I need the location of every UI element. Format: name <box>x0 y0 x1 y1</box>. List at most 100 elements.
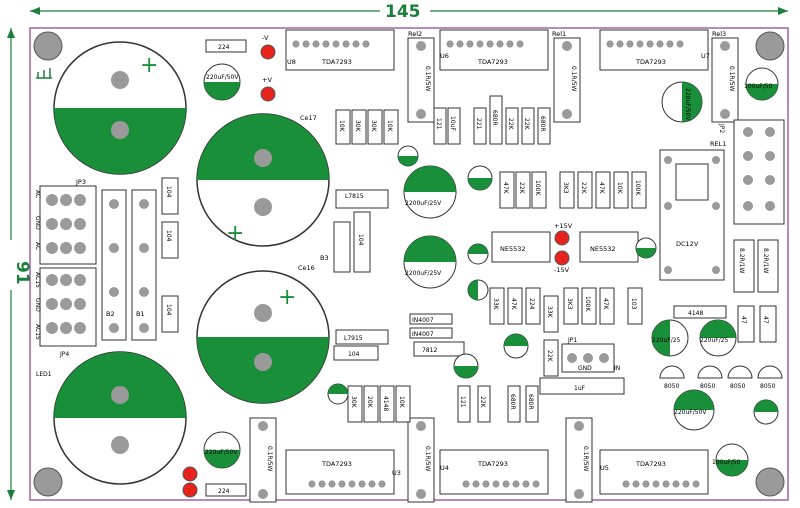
svg-text:+: + <box>278 285 296 310</box>
svg-text:100uF/50: 100uF/50 <box>712 459 741 466</box>
svg-text:104: 104 <box>165 230 172 242</box>
small-caps-misc <box>327 145 779 425</box>
resistor-row-mid <box>499 171 647 209</box>
connector-jp1: JP1 GND IN <box>561 337 620 373</box>
small-caps-224 <box>205 39 247 497</box>
svg-text:47: 47 <box>740 316 747 324</box>
svg-text:AC: AC <box>34 242 41 250</box>
svg-text:47K: 47K <box>598 182 605 195</box>
mounting-holes <box>33 31 785 497</box>
svg-text:22K: 22K <box>523 118 530 131</box>
svg-text:47K: 47K <box>602 298 609 311</box>
svg-text:TDA7293: TDA7293 <box>635 460 666 468</box>
svg-text:JP1: JP1 <box>567 337 577 344</box>
big-cap-center-lower: + Ce16 <box>196 264 330 404</box>
svg-text:-V: -V <box>262 34 269 42</box>
svg-text:+: + <box>226 221 244 246</box>
dimension-height: 91 <box>7 28 32 500</box>
ground-symbol <box>36 68 52 79</box>
dimension-width: 145 <box>30 2 788 22</box>
svg-text:IN4007: IN4007 <box>412 317 434 324</box>
svg-text:8.2R/1W: 8.2R/1W <box>762 248 769 274</box>
connector-jp2: JP2 <box>718 119 785 225</box>
svg-text:NE5532: NE5532 <box>590 245 616 253</box>
svg-text:L7915: L7915 <box>344 335 363 342</box>
svg-text:1uF: 1uF <box>574 385 586 392</box>
svg-text:680R: 680R <box>539 116 546 132</box>
svg-text:220uF/50V: 220uF/50V <box>206 74 239 81</box>
svg-text:33K: 33K <box>492 298 499 311</box>
svg-text:680R: 680R <box>491 110 498 126</box>
svg-text:8.2R/1W: 8.2R/1W <box>738 248 745 274</box>
svg-text:104: 104 <box>357 234 364 246</box>
height-label: 91 <box>12 261 32 285</box>
svg-text:0.1R/5W: 0.1R/5W <box>424 66 431 92</box>
svg-text:10uF: 10uF <box>449 116 456 131</box>
power-resistors <box>249 37 739 503</box>
svg-text:0.1R/5W: 0.1R/5W <box>582 446 589 472</box>
svg-text:TDA7293: TDA7293 <box>635 58 666 66</box>
svg-text:0.1R/5W: 0.1R/5W <box>570 66 577 92</box>
svg-text:4148: 4148 <box>382 396 389 411</box>
svg-text:TDA7293: TDA7293 <box>477 58 508 66</box>
svg-text:2200uF/25V: 2200uF/25V <box>405 270 442 277</box>
svg-text:AC15: AC15 <box>34 324 41 340</box>
svg-text:TDA7293: TDA7293 <box>477 460 508 468</box>
svg-text:30K: 30K <box>370 120 377 133</box>
svg-text:8050: 8050 <box>664 383 679 390</box>
svg-text:IN4007: IN4007 <box>412 331 434 338</box>
resistor-row-bottom <box>347 385 539 423</box>
big-cap-label: Ce17 <box>300 114 317 122</box>
diode-4148 <box>673 305 727 319</box>
svg-text:680R: 680R <box>509 394 516 410</box>
svg-text:REL1: REL1 <box>710 140 726 148</box>
svg-text:22K: 22K <box>507 118 514 131</box>
svg-text:47K: 47K <box>510 298 517 311</box>
svg-text:Rel3: Rel3 <box>712 30 726 38</box>
width-label: 145 <box>385 2 421 22</box>
svg-text:220uF/25: 220uF/25 <box>700 337 729 344</box>
small-caps-104 <box>161 177 379 361</box>
svg-text:103: 103 <box>630 298 637 310</box>
svg-text:220uF/50V: 220uF/50V <box>205 449 238 456</box>
mid-caps <box>203 63 779 477</box>
svg-text:10K: 10K <box>386 120 393 133</box>
svg-text:100K: 100K <box>584 296 591 312</box>
svg-text:8050: 8050 <box>700 383 715 390</box>
svg-text:220uF/50V: 220uF/50V <box>684 88 691 121</box>
svg-text:10K: 10K <box>398 396 405 409</box>
svg-text:3K3: 3K3 <box>562 182 569 194</box>
svg-text:0.1R/5W: 0.1R/5W <box>266 446 273 472</box>
opamps <box>491 231 639 263</box>
svg-text:22K: 22K <box>518 182 525 195</box>
svg-text:B2: B2 <box>106 310 115 318</box>
svg-text:TDA7293: TDA7293 <box>321 460 352 468</box>
ic-top-row: TDA7293 TDA7293 TDA7293 U8 U6 U7 <box>285 29 710 71</box>
svg-text:100K: 100K <box>534 180 541 196</box>
svg-text:224: 224 <box>218 488 230 495</box>
svg-text:104: 104 <box>165 186 172 198</box>
regulators <box>335 189 465 357</box>
svg-text:+: + <box>142 367 160 392</box>
svg-text:U7: U7 <box>701 52 710 60</box>
connector-jp4 <box>39 267 97 347</box>
connector-jp3: JP3 <box>39 178 97 265</box>
svg-text:GND: GND <box>34 298 41 312</box>
svg-text:NE5532: NE5532 <box>500 245 526 253</box>
svg-text:U5: U5 <box>600 464 609 472</box>
power-8r2 <box>733 239 779 343</box>
big-cap-top-left: + <box>53 41 187 175</box>
svg-text:10K: 10K <box>338 120 345 133</box>
svg-text:4148: 4148 <box>688 310 703 317</box>
svg-text:U8: U8 <box>287 58 296 66</box>
svg-text:224: 224 <box>218 44 230 51</box>
svg-text:7812: 7812 <box>422 347 437 354</box>
svg-text:0.1R/5W: 0.1R/5W <box>424 446 431 472</box>
svg-text:100K: 100K <box>634 180 641 196</box>
svg-text:104: 104 <box>165 304 172 316</box>
ic-bottom-row: TDA7293 TDA7293 TDA7293 U3 U4 U5 <box>285 449 709 495</box>
svg-text:20K: 20K <box>366 396 373 409</box>
svg-text:Rel2: Rel2 <box>408 30 422 38</box>
svg-text:Rel1: Rel1 <box>552 30 566 38</box>
